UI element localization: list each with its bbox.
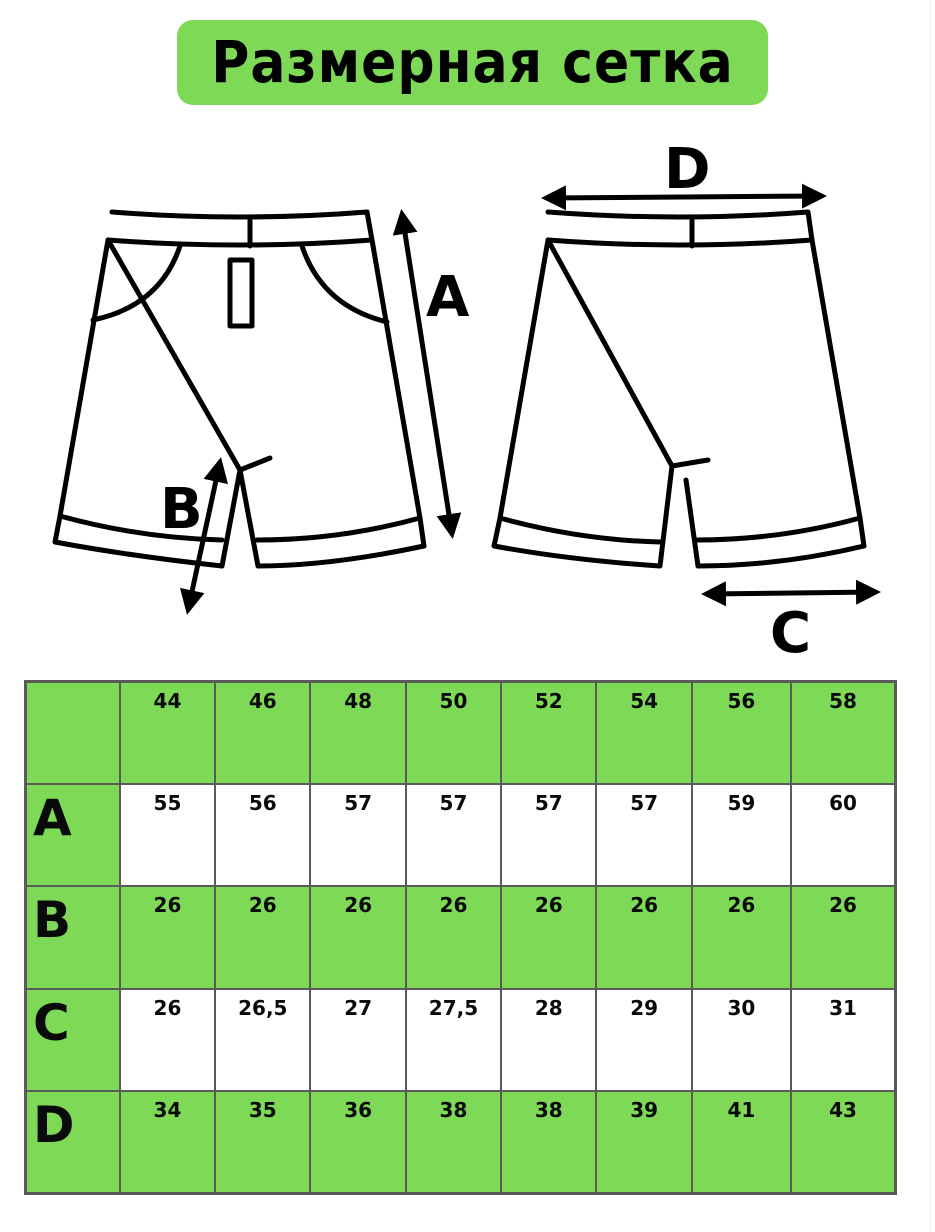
row-label-cell: C bbox=[24, 987, 121, 1093]
size-header-cell: 58 bbox=[790, 680, 897, 785]
size-chart-table: 44 46 48 50 52 54 56 58 A 55 56 57 57 57… bbox=[24, 680, 897, 1195]
page-title: Размерная сетка bbox=[211, 28, 734, 97]
table-cell: 57 bbox=[500, 782, 598, 888]
row-label-cell: A bbox=[24, 782, 121, 888]
table-cell: 34 bbox=[118, 1090, 217, 1195]
table-cell: 26 bbox=[690, 885, 793, 990]
size-header-cell: 56 bbox=[690, 680, 793, 785]
dimension-b-arrow bbox=[180, 457, 228, 615]
dimension-c-arrow bbox=[701, 579, 881, 607]
table-cell: 38 bbox=[500, 1090, 598, 1195]
dimension-d-arrow bbox=[541, 183, 827, 211]
table-cell: 26,5 bbox=[214, 987, 312, 1093]
table-cell: 26 bbox=[309, 885, 407, 990]
row-label-cell: D bbox=[24, 1090, 121, 1195]
title-banner: Размерная сетка bbox=[177, 20, 768, 105]
table-cell: 57 bbox=[309, 782, 407, 888]
table-cell: 35 bbox=[214, 1090, 312, 1195]
table-cell: 26 bbox=[404, 885, 503, 990]
table-row: A 55 56 57 57 57 57 59 60 bbox=[24, 782, 897, 888]
row-label-cell: B bbox=[24, 885, 121, 990]
size-header-cell: 44 bbox=[118, 680, 217, 785]
table-cell: 39 bbox=[595, 1090, 693, 1195]
dimension-a-arrow bbox=[392, 209, 462, 539]
table-row: B 26 26 26 26 26 26 26 26 bbox=[24, 885, 897, 990]
table-header-row: 44 46 48 50 52 54 56 58 bbox=[24, 680, 897, 785]
size-header-cell: 48 bbox=[309, 680, 407, 785]
front-shorts-drawing bbox=[52, 209, 427, 569]
table-cell: 26 bbox=[118, 987, 217, 1093]
table-corner-cell bbox=[24, 680, 121, 785]
table-cell: 59 bbox=[690, 782, 793, 888]
table-cell: 56 bbox=[214, 782, 312, 888]
table-cell: 26 bbox=[500, 885, 598, 990]
table-cell: 26 bbox=[790, 885, 897, 990]
table-row: D 34 35 36 38 38 39 41 43 bbox=[24, 1090, 897, 1195]
table-cell: 27 bbox=[309, 987, 407, 1093]
table-cell: 26 bbox=[118, 885, 217, 990]
table-cell: 31 bbox=[790, 987, 897, 1093]
table-cell: 60 bbox=[790, 782, 897, 888]
dimension-b-label: B bbox=[160, 477, 203, 542]
table-cell: 36 bbox=[309, 1090, 407, 1195]
size-header-cell: 54 bbox=[595, 680, 693, 785]
table-cell: 29 bbox=[595, 987, 693, 1093]
dimension-a-label: A bbox=[426, 265, 470, 330]
table-cell: 57 bbox=[404, 782, 503, 888]
back-shorts-drawing bbox=[491, 209, 867, 569]
table-cell: 26 bbox=[214, 885, 312, 990]
table-cell: 26 bbox=[595, 885, 693, 990]
table-cell: 57 bbox=[595, 782, 693, 888]
shorts-measurement-diagram: A B C D bbox=[52, 137, 881, 666]
table-cell: 30 bbox=[690, 987, 793, 1093]
size-header-cell: 46 bbox=[214, 680, 312, 785]
table-cell: 41 bbox=[690, 1090, 793, 1195]
table-row: C 26 26,5 27 27,5 28 29 30 31 bbox=[24, 987, 897, 1093]
table-cell: 43 bbox=[790, 1090, 897, 1195]
table-cell: 38 bbox=[404, 1090, 503, 1195]
page-edge-line bbox=[930, 0, 931, 1232]
size-header-cell: 50 bbox=[404, 680, 503, 785]
table-cell: 55 bbox=[118, 782, 217, 888]
size-header-cell: 52 bbox=[500, 680, 598, 785]
dimension-c-label: C bbox=[770, 601, 811, 666]
table-cell: 28 bbox=[500, 987, 598, 1093]
table-cell: 27,5 bbox=[404, 987, 503, 1093]
dimension-d-label: D bbox=[664, 137, 710, 202]
